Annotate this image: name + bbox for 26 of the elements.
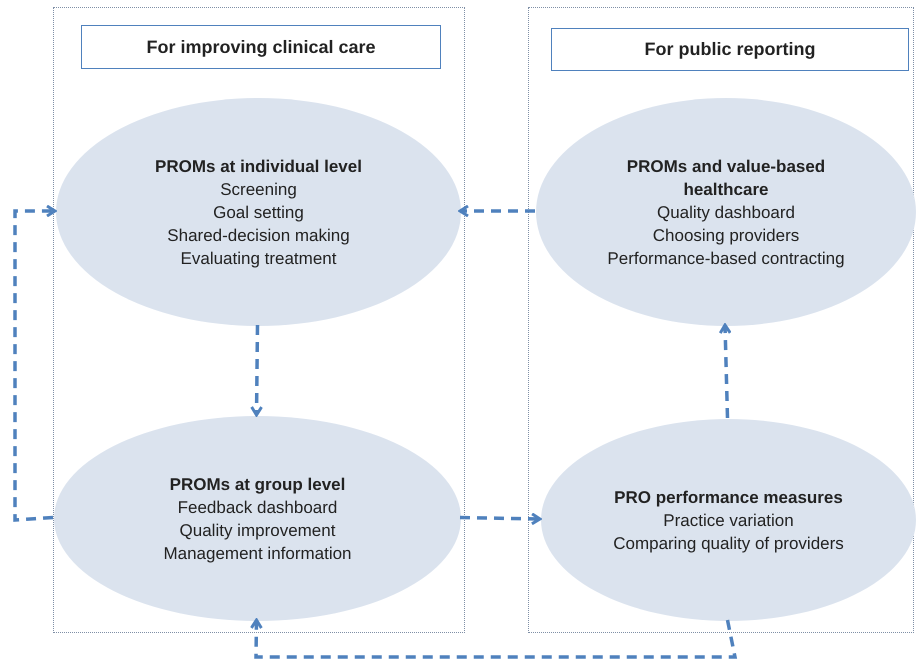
list-item: Shared-decision making [167, 224, 350, 246]
group-panel [528, 7, 914, 633]
node-heading: PROMs at group level [170, 474, 346, 496]
dashed-arrow [250, 324, 264, 416]
dashed-arrow [250, 618, 738, 659]
dashed-arrow [13, 204, 56, 522]
list-item: Practice variation [663, 510, 794, 532]
list-item: Feedback dashboard [178, 496, 338, 518]
list-item: Quality improvement [180, 520, 336, 542]
node-heading: PRO performance measures [614, 486, 843, 508]
heading-box: For improving clinical care [81, 25, 441, 69]
list-item: Choosing providers [652, 224, 800, 246]
list-item: Goal setting [213, 202, 304, 224]
list-item: Screening [220, 178, 297, 200]
heading-box: For public reporting [551, 28, 909, 71]
dashed-arrow [718, 324, 732, 418]
list-item: Performance-based contracting [607, 248, 845, 270]
list-item: Evaluating treatment [180, 248, 336, 270]
list-item: Comparing quality of providers [613, 532, 844, 554]
group-panel [53, 7, 465, 633]
list-item: Management information [163, 542, 352, 564]
dashed-arrow [460, 512, 542, 526]
list-item: Quality dashboard [657, 202, 795, 224]
node-heading: PROMs and value-based healthcare [626, 156, 826, 200]
node-heading: PROMs at individual level [155, 156, 362, 178]
dashed-arrow [458, 204, 535, 218]
